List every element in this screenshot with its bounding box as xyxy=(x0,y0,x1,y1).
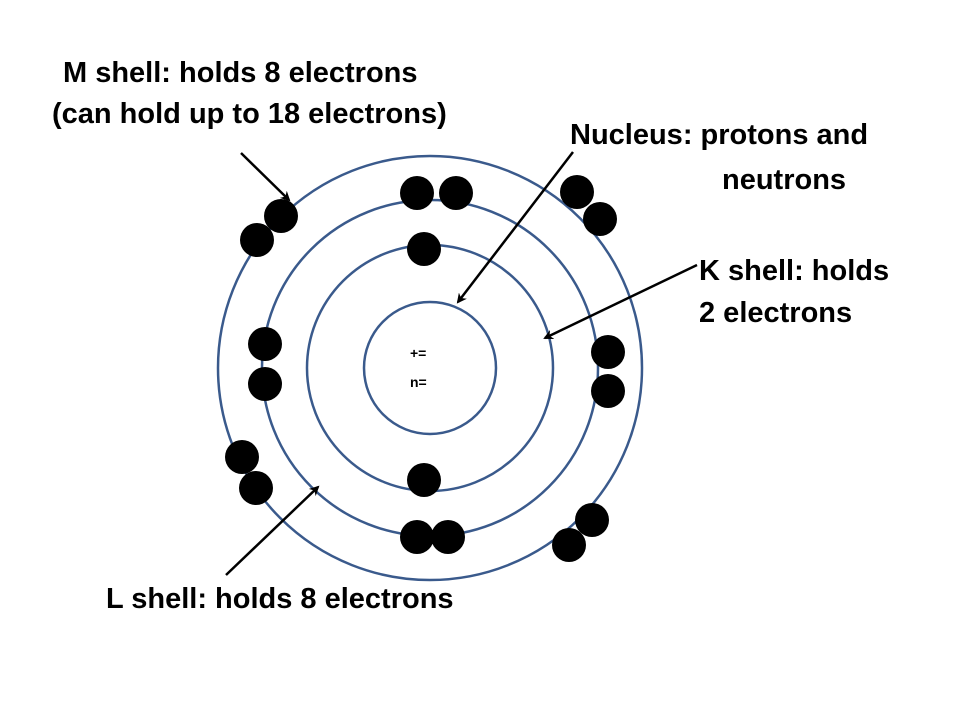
m-shell-electron xyxy=(575,503,609,537)
l-shell-electron xyxy=(591,374,625,408)
k-shell-arrow xyxy=(543,263,698,340)
l-shell-electron xyxy=(248,327,282,361)
nucleus xyxy=(362,300,498,436)
nucleus-label-line1: Nucleus: protons and xyxy=(570,119,868,151)
nucleus-charge-label: += xyxy=(410,345,426,361)
l-shell-arrow xyxy=(225,485,320,576)
m-shell-orbit xyxy=(216,154,644,582)
l-shell-electron xyxy=(431,520,465,554)
l-shell-electron xyxy=(439,176,473,210)
nucleus-arrow xyxy=(456,151,574,304)
k-shell-electron xyxy=(407,463,441,497)
m-shell-electron xyxy=(560,175,594,209)
k-shell-orbit xyxy=(305,243,555,493)
l-shell-electron xyxy=(591,335,625,369)
m-shell-electron xyxy=(239,471,273,505)
m-shell-electron xyxy=(264,199,298,233)
m-shell-electron xyxy=(552,528,586,562)
k-shell-label-line2: 2 electrons xyxy=(699,297,852,329)
k-shell-electron xyxy=(407,232,441,266)
nucleus-neutron-label: n= xyxy=(410,374,427,390)
l-shell-electron xyxy=(400,520,434,554)
k-shell-label-line1: K shell: holds xyxy=(699,255,889,287)
l-shell-electron xyxy=(248,367,282,401)
m-shell-electron xyxy=(240,223,274,257)
m-shell-label-line1: M shell: holds 8 electrons xyxy=(63,57,418,89)
l-shell-label: L shell: holds 8 electrons xyxy=(106,583,454,615)
m-shell-label-line2: (can hold up to 18 electrons) xyxy=(52,98,447,130)
m-shell-arrow xyxy=(240,152,291,202)
m-shell-electron xyxy=(225,440,259,474)
m-shell-electron xyxy=(583,202,617,236)
nucleus-label-line2: neutrons xyxy=(722,164,846,196)
l-shell-electron xyxy=(400,176,434,210)
